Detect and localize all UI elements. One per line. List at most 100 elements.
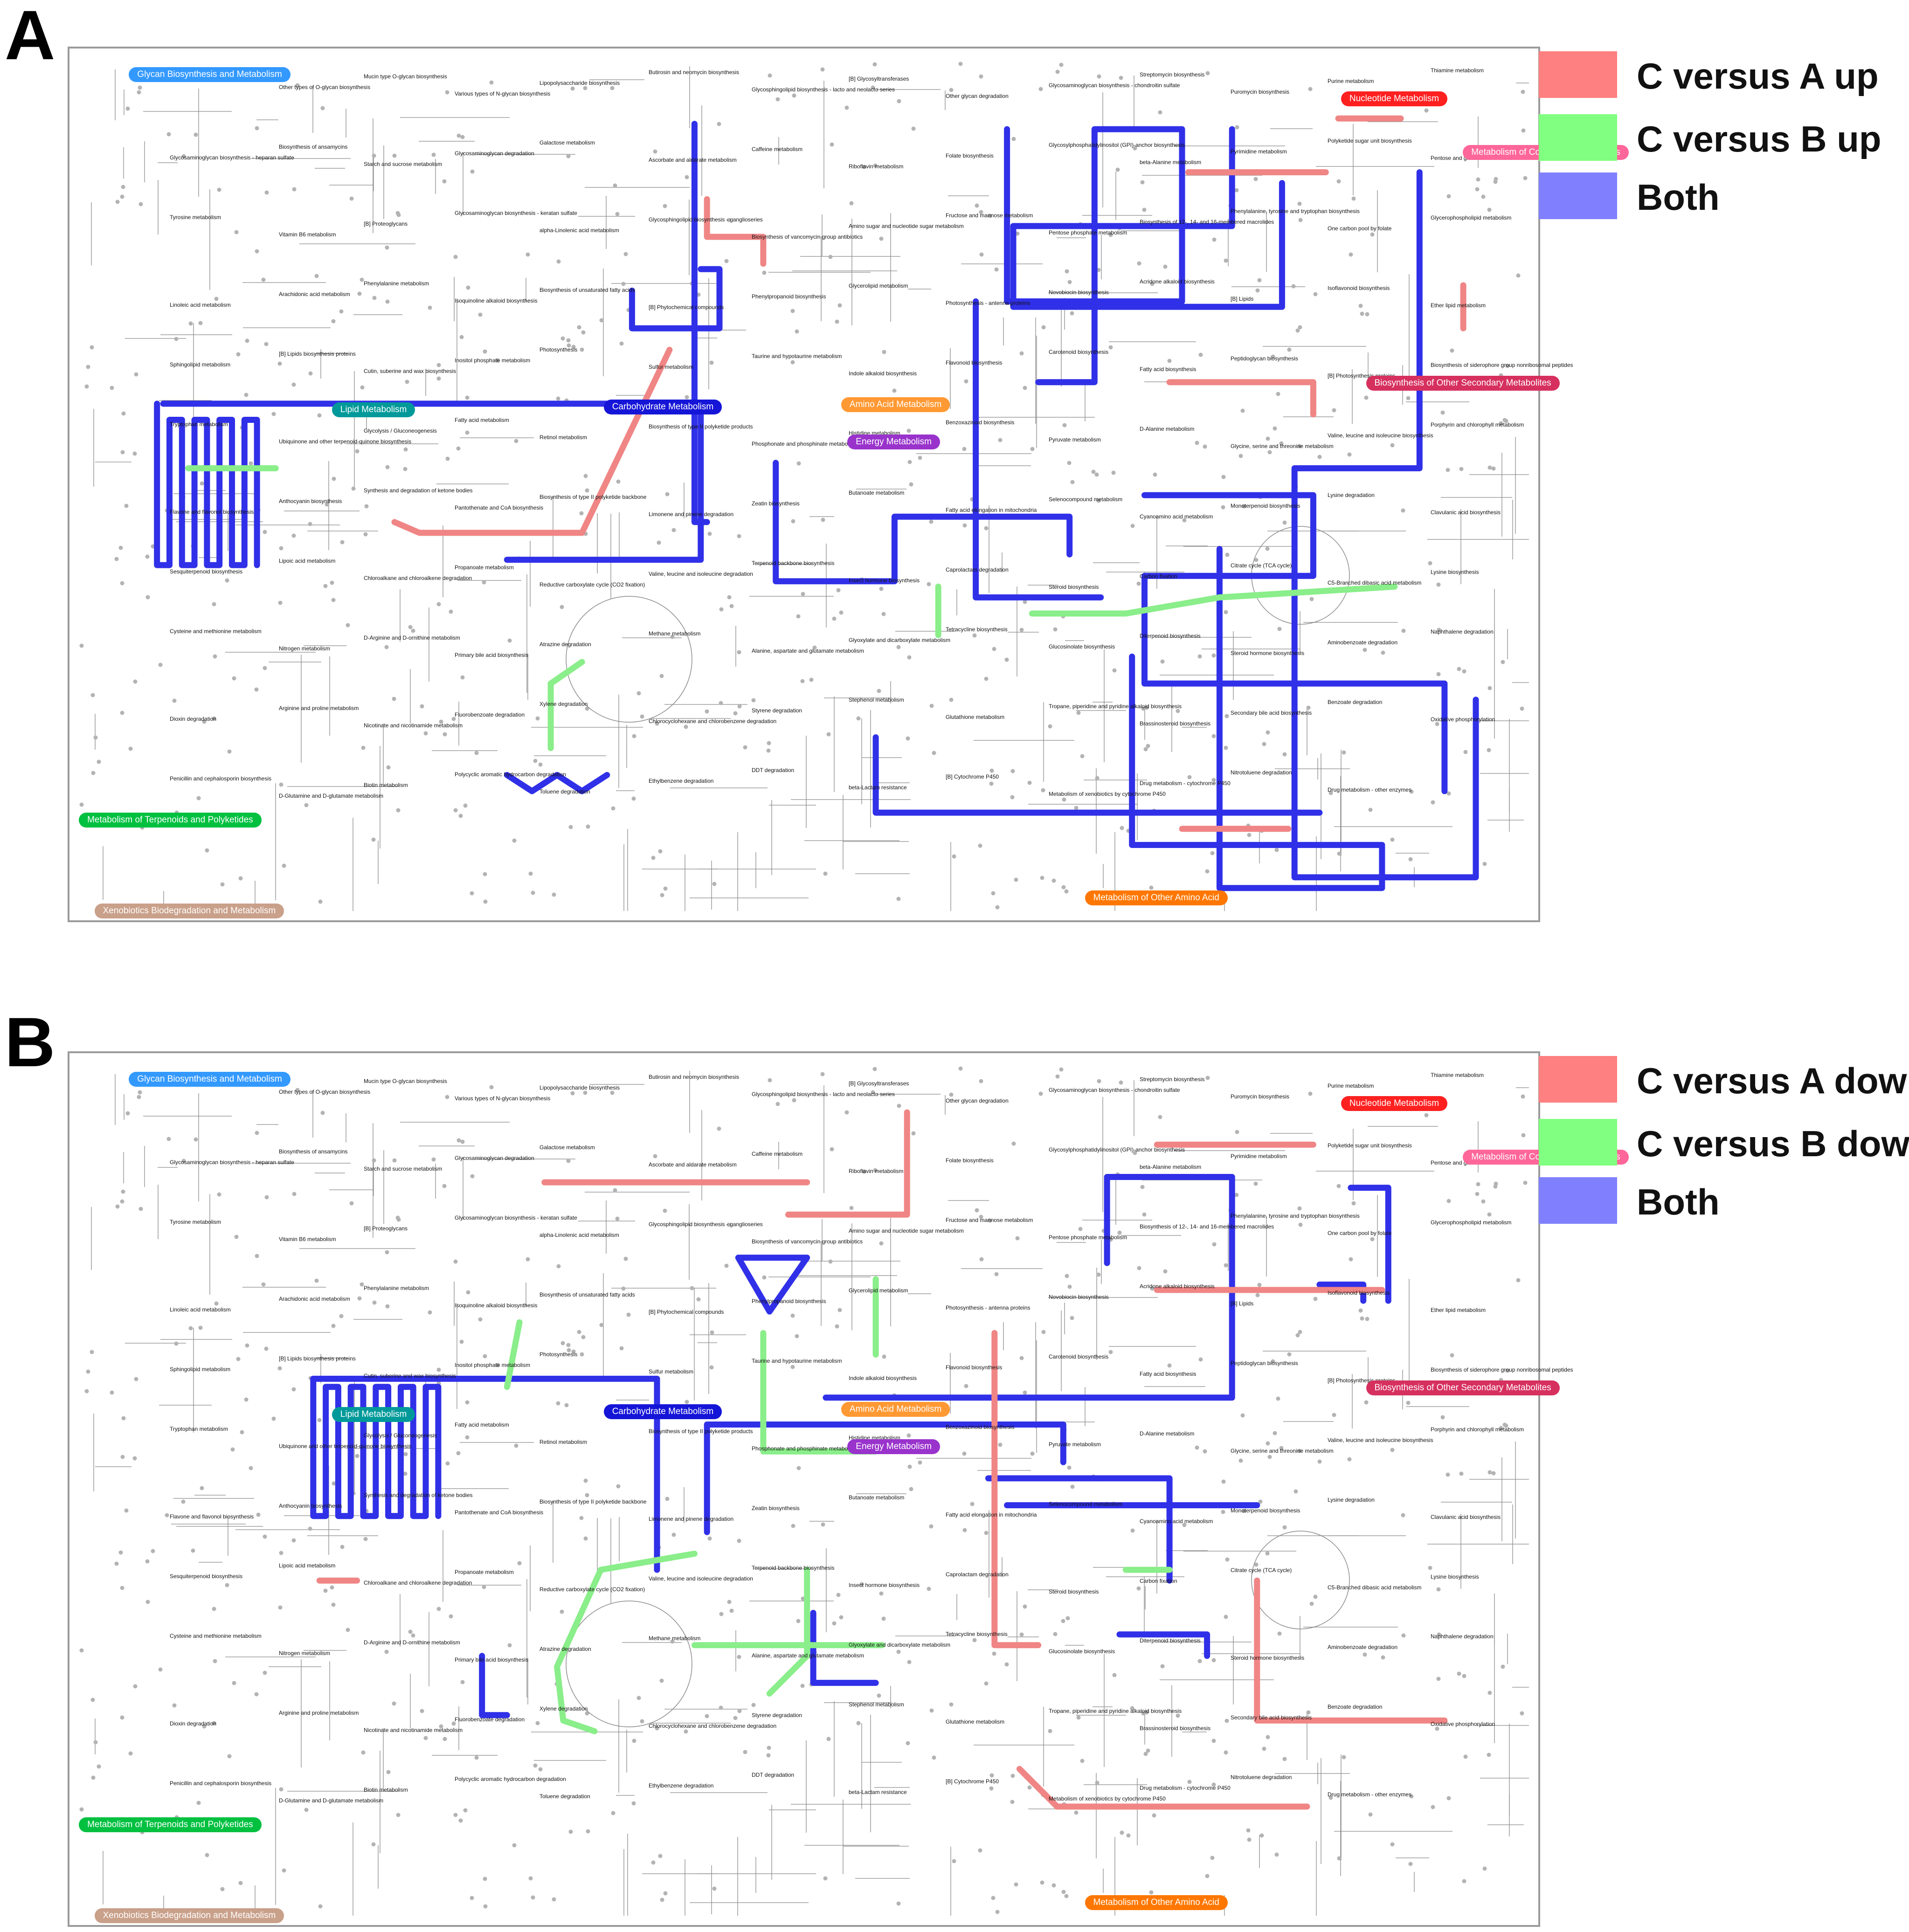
compound-node <box>1254 558 1259 562</box>
compound-node <box>308 522 312 526</box>
compound-node <box>724 1263 729 1268</box>
pathway-label: Purine metabolism <box>1328 78 1374 84</box>
pathway-label: [B] Lipids biosynthesis proteins <box>279 351 356 357</box>
compound-node <box>1019 1356 1024 1360</box>
compound-node <box>1130 524 1135 528</box>
compound-node <box>1141 706 1146 711</box>
compound-node <box>1436 1587 1441 1592</box>
pathway-label: Stephenol metabolism <box>849 1701 904 1708</box>
compound-node <box>1521 1133 1526 1138</box>
compound-node <box>332 1481 336 1486</box>
compound-node <box>79 643 84 648</box>
compound-node <box>1277 1631 1282 1636</box>
compound-node <box>317 413 322 418</box>
compound-node <box>361 1750 366 1755</box>
compound-node <box>1055 69 1060 74</box>
highlighted-pathway <box>1141 492 1448 794</box>
pathway-label: Lipopolysaccharide biosynthesis <box>540 80 620 86</box>
pathway-label: Tryptophan metabolism <box>170 1426 228 1432</box>
compound-node <box>879 1241 884 1246</box>
compound-node <box>1475 187 1480 192</box>
compound-node <box>1030 447 1035 451</box>
highlighted-pathway <box>504 772 610 794</box>
compound-node <box>1409 789 1414 794</box>
compound-node <box>403 1471 408 1476</box>
pathway-label: DDT degradation <box>752 767 795 773</box>
compound-node <box>621 1286 626 1291</box>
compound-node <box>619 341 624 346</box>
pathway-label: [B] Cytochrome P450 <box>946 773 999 780</box>
compound-node <box>86 365 90 369</box>
compound-node <box>118 1550 123 1555</box>
compound-node <box>1502 1422 1507 1427</box>
compound-node <box>121 1416 126 1421</box>
legend-swatch <box>1539 1177 1617 1224</box>
compound-node <box>188 321 193 326</box>
highlighted-pathway <box>310 1375 442 1519</box>
compound-node <box>1212 237 1217 242</box>
compound-node <box>1265 1551 1270 1556</box>
compound-node <box>1257 278 1262 283</box>
category-tag: Metabolism of Other Amino Acid <box>1085 1895 1228 1910</box>
pathway-label: Flavone and flavonol biosynthesis <box>170 509 254 515</box>
pathway-label: Biosynthesis of siderophore group nonrib… <box>1431 1366 1573 1373</box>
pathway-label: beta-Lactam resistance <box>849 1789 907 1795</box>
compound-node <box>514 1443 519 1448</box>
compound-node <box>795 329 799 334</box>
compound-node <box>1501 1664 1505 1669</box>
pathway-label: Citrate cycle (TCA cycle) <box>1231 1567 1292 1573</box>
highlighted-pathway <box>479 1653 510 1718</box>
compound-node <box>1446 1472 1450 1477</box>
compound-node <box>552 892 556 897</box>
compound-node <box>585 488 589 493</box>
compound-node <box>1520 1711 1524 1716</box>
compound-node <box>1253 1181 1258 1186</box>
compound-node <box>1262 742 1266 746</box>
compound-node <box>767 1746 771 1750</box>
compound-node <box>453 1259 458 1264</box>
compound-node <box>172 698 177 703</box>
compound-node <box>483 872 487 876</box>
compound-node <box>212 1607 216 1611</box>
compound-node <box>1195 1445 1199 1450</box>
compound-node <box>737 1655 741 1659</box>
compound-node <box>166 1137 171 1141</box>
compound-node <box>1487 465 1492 470</box>
pathway-label: Flavonoid biosynthesis <box>946 359 1003 366</box>
compound-node <box>245 338 249 343</box>
pathway-label: Xylene degradation <box>540 1705 588 1712</box>
compound-node <box>737 704 742 709</box>
category-tag: Metabolism of Terpenoids and Polyketides <box>79 1817 262 1832</box>
highlighted-pathway <box>735 1255 810 1315</box>
compound-node <box>882 1354 886 1359</box>
compound-node <box>583 1536 588 1541</box>
compound-node <box>823 1876 828 1881</box>
compound-node <box>271 412 276 416</box>
category-tag: Amino Acid Metabolism <box>841 1401 950 1417</box>
compound-node <box>1364 395 1369 400</box>
compound-node <box>640 714 644 719</box>
compound-node <box>1328 791 1333 795</box>
pathway-label: Chloroalkane and chloroalkene degradatio… <box>364 1580 472 1586</box>
category-tag: Carbohydrate Metabolism <box>603 400 722 415</box>
compound-node <box>1133 1151 1137 1155</box>
pathway-label: Arachidonic acid metabolism <box>279 291 350 297</box>
compound-node <box>1167 359 1172 363</box>
compound-node <box>906 428 911 433</box>
legend-a: C versus A up C versus B up Both <box>1539 51 1907 228</box>
compound-node <box>1224 714 1229 718</box>
pathway-label: Insect hormone biosynthesis <box>849 1582 920 1588</box>
pathway-label: Fluorobenzoate degradation <box>455 711 525 718</box>
compound-node <box>1224 745 1228 750</box>
compound-node <box>616 479 621 484</box>
compound-node <box>1048 724 1052 729</box>
pathway-label: Sphingolipid metabolism <box>170 1366 231 1373</box>
pathway-label: Polyketide sugar unit biosynthesis <box>1328 1142 1412 1149</box>
pathway-label: Puromycin biosynthesis <box>1231 89 1290 95</box>
compound-node <box>1446 194 1451 199</box>
compound-node <box>1187 775 1192 780</box>
compound-node <box>737 650 741 655</box>
compound-node <box>279 546 284 551</box>
highlighted-pathway <box>504 1319 523 1390</box>
compound-node <box>483 899 488 904</box>
